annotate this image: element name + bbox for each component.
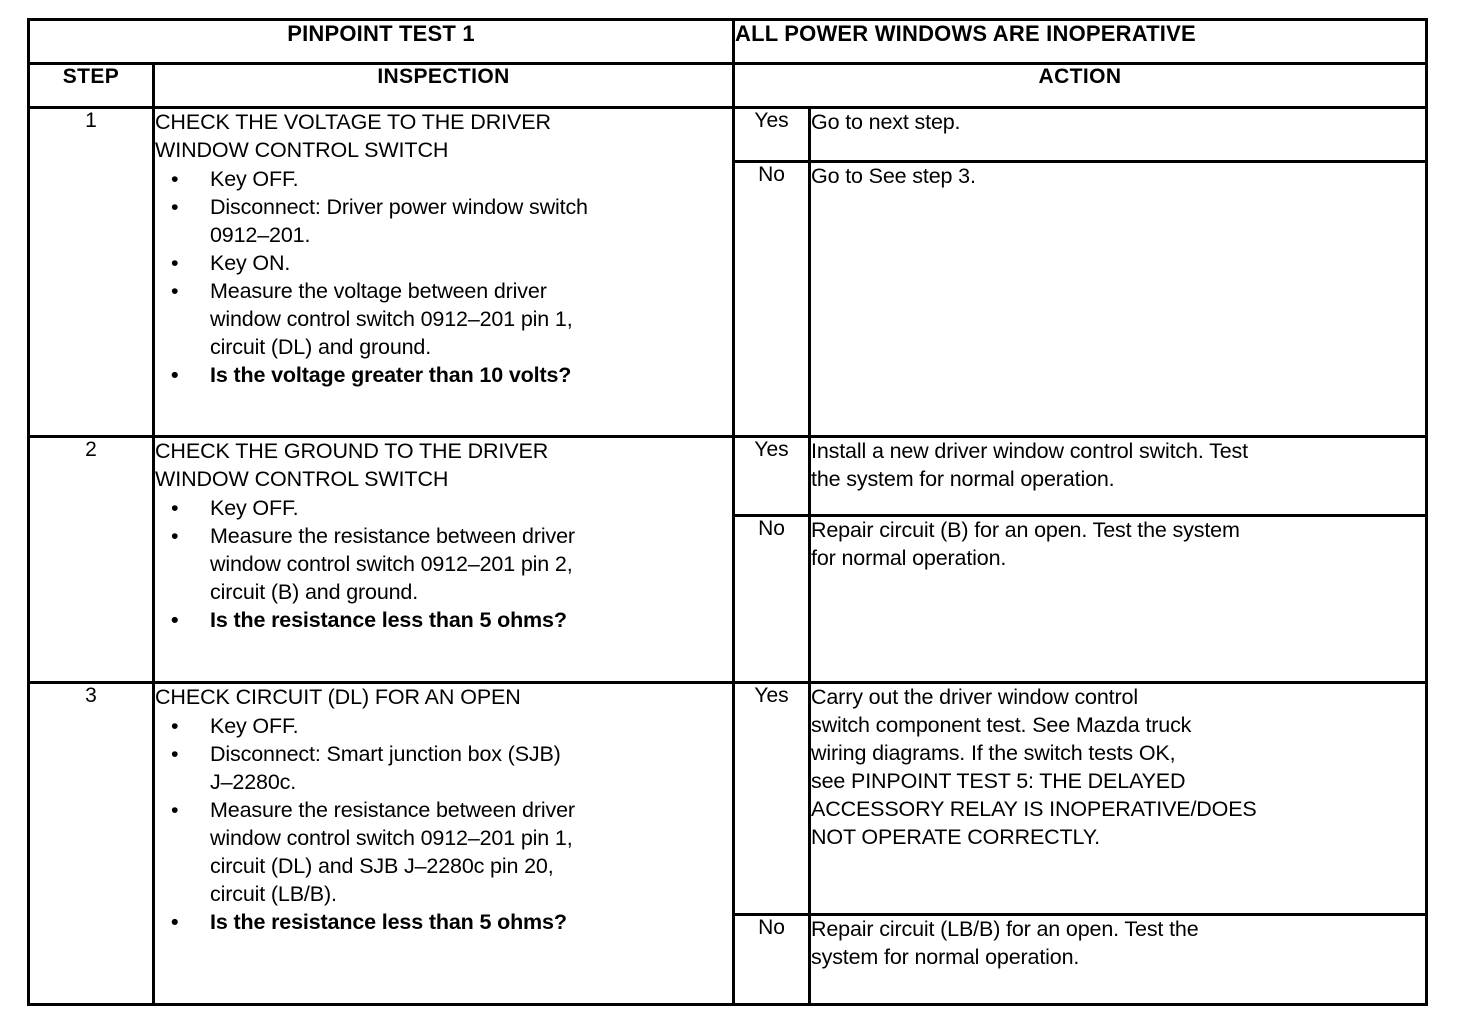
list-item: • Key OFF.: [155, 495, 732, 523]
table-header-row: STEP INSPECTION ACTION: [27, 62, 1428, 110]
action-text: Repair circuit (B) for an open. Test the…: [809, 514, 1425, 682]
bullet-icon: •: [171, 909, 179, 934]
list-item: • Key OFF.: [155, 713, 732, 741]
list-item-question: • Is the voltage greater than 10 volts?: [155, 362, 732, 390]
inspection-heading: CHECK THE VOLTAGE TO THE DRIVER WINDOW C…: [155, 110, 551, 163]
inspection-cell: CHECK CIRCUIT (DL) FOR AN OPEN • Key OFF…: [152, 681, 735, 1006]
action-row-yes: Yes Install a new driver window control …: [735, 437, 1425, 516]
inspection-cell: CHECK THE VOLTAGE TO THE DRIVER WINDOW C…: [152, 106, 735, 438]
list-item-text: Is the resistance less than 5 ohms?: [210, 607, 567, 632]
bullet-icon: •: [171, 278, 179, 303]
bullet-icon: •: [171, 251, 179, 275]
answer-label-no: No: [735, 159, 811, 435]
inspection-steps-list: • Key OFF. • Measure the resistance betw…: [155, 495, 732, 635]
answer-label-yes: Yes: [735, 437, 811, 516]
answer-label-yes: Yes: [735, 684, 811, 915]
pinpoint-test-name: ALL POWER WINDOWS ARE INOPERATIVE: [732, 17, 1428, 66]
action-cell: Yes Install a new driver window control …: [732, 434, 1428, 685]
table-row: 3 CHECK CIRCUIT (DL) FOR AN OPEN • Key O…: [27, 681, 1428, 1006]
list-item: • Key OFF.: [155, 166, 732, 194]
action-text: Go to next step.: [809, 109, 1425, 162]
list-item-text: Key OFF.: [210, 167, 299, 192]
list-item: • Measure the voltage between driver win…: [155, 278, 732, 362]
bullet-icon: •: [171, 714, 179, 739]
list-item-text: Is the resistance less than 5 ohms?: [210, 909, 567, 934]
inspection-steps-list: • Key OFF. • Disconnect: Smart junction …: [155, 713, 732, 937]
bullet-icon: •: [171, 742, 179, 767]
step-number: 3: [27, 681, 155, 1006]
inspection-steps-list: • Key OFF. • Disconnect: Driver power wi…: [155, 166, 732, 390]
bullet-icon: •: [171, 495, 179, 520]
table-title-row: PINPOINT TEST 1 ALL POWER WINDOWS ARE IN…: [27, 17, 1428, 66]
bullet-icon: •: [171, 195, 179, 220]
action-row-yes: Yes Carry out the driver window control …: [735, 684, 1425, 915]
action-subtable: Yes Carry out the driver window control …: [735, 684, 1425, 1003]
inspection-heading: CHECK CIRCUIT (DL) FOR AN OPEN: [155, 685, 521, 710]
action-row-no: No Repair circuit (LB/B) for an open. Te…: [735, 912, 1425, 1003]
table-row: 1 CHECK THE VOLTAGE TO THE DRIVER WINDOW…: [27, 106, 1428, 438]
column-header-action: ACTION: [732, 62, 1428, 110]
list-item-question: • Is the resistance less than 5 ohms?: [155, 909, 732, 937]
list-item: • Key ON.: [155, 250, 732, 278]
action-text: Carry out the driver window control swit…: [809, 684, 1425, 915]
action-text: Install a new driver window control swit…: [809, 437, 1425, 516]
list-item-question: • Is the resistance less than 5 ohms?: [155, 607, 732, 635]
action-row-no: No Repair circuit (B) for an open. Test …: [735, 514, 1425, 682]
list-item-text: Key ON.: [210, 251, 291, 275]
answer-label-no: No: [735, 514, 811, 682]
table-row: 2 CHECK THE GROUND TO THE DRIVER WINDOW …: [27, 434, 1428, 685]
list-item-text: Measure the resistance between driver wi…: [210, 523, 575, 604]
list-item-text: Is the voltage greater than 10 volts?: [210, 362, 572, 387]
pinpoint-test-label: PINPOINT TEST 1: [27, 17, 735, 66]
bullet-icon: •: [171, 607, 179, 632]
action-cell: Yes Carry out the driver window control …: [732, 681, 1428, 1006]
list-item-text: Disconnect: Driver power window switch 0…: [210, 195, 588, 248]
step-number: 1: [27, 106, 155, 438]
list-item-text: Disconnect: Smart junction box (SJB) J–2…: [210, 742, 561, 795]
action-text: Repair circuit (LB/B) for an open. Test …: [809, 912, 1425, 1003]
bullet-icon: •: [171, 167, 179, 192]
action-text: Go to See step 3.: [809, 159, 1425, 435]
list-item: • Disconnect: Smart junction box (SJB) J…: [155, 741, 732, 797]
column-header-inspection: INSPECTION: [152, 62, 735, 110]
step-number: 2: [27, 434, 155, 685]
action-row-yes: Yes Go to next step.: [735, 109, 1425, 162]
inspection-heading: CHECK THE GROUND TO THE DRIVER WINDOW CO…: [155, 438, 549, 491]
inspection-cell: CHECK THE GROUND TO THE DRIVER WINDOW CO…: [152, 434, 735, 685]
action-cell: Yes Go to next step. No Go to See step 3…: [732, 106, 1428, 438]
list-item-text: Key OFF.: [210, 714, 299, 739]
answer-label-yes: Yes: [735, 109, 811, 162]
bullet-icon: •: [171, 523, 179, 548]
action-row-no: No Go to See step 3.: [735, 159, 1425, 435]
list-item-text: Measure the resistance between driver wi…: [210, 798, 575, 907]
list-item: • Measure the resistance between driver …: [155, 797, 732, 909]
action-subtable: Yes Go to next step. No Go to See step 3…: [735, 109, 1425, 435]
list-item-text: Key OFF.: [210, 495, 299, 520]
column-header-step: STEP: [27, 62, 155, 110]
pinpoint-test-table: PINPOINT TEST 1 ALL POWER WINDOWS ARE IN…: [27, 17, 1428, 1006]
bullet-icon: •: [171, 362, 179, 387]
list-item: • Disconnect: Driver power window switch…: [155, 194, 732, 250]
list-item: • Measure the resistance between driver …: [155, 523, 732, 607]
bullet-icon: •: [171, 798, 179, 823]
action-subtable: Yes Install a new driver window control …: [735, 437, 1425, 682]
answer-label-no: No: [735, 912, 811, 1003]
list-item-text: Measure the voltage between driver windo…: [210, 278, 573, 359]
